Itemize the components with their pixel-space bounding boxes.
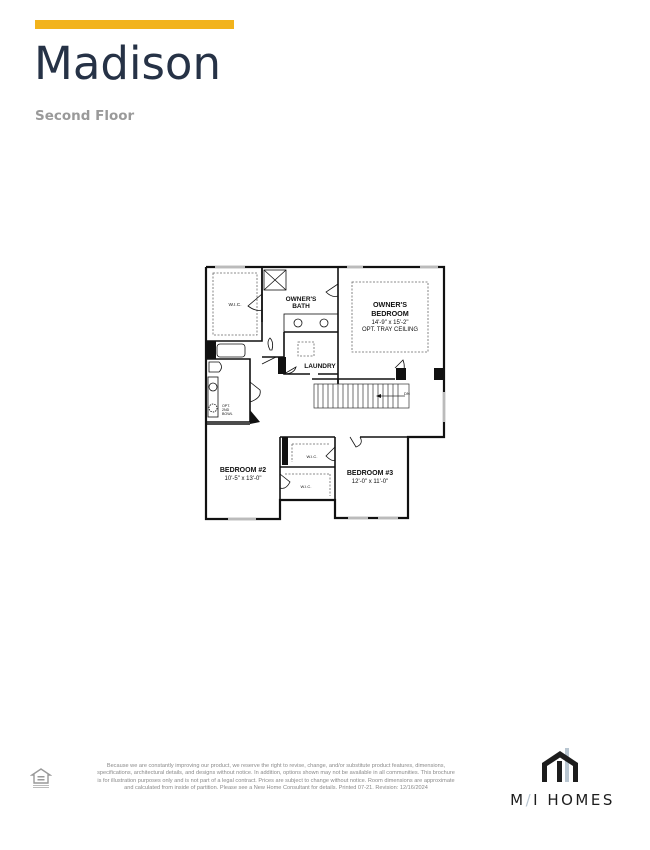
label-owners-bedroom-note: OPT. TRAY CEILING (362, 327, 418, 333)
legal-disclaimer: Because we are constantly improving our … (97, 763, 455, 792)
label-bedroom-2-wic: W.I.C. (301, 484, 312, 489)
page-title: Madison (34, 37, 221, 90)
label-owners-bedroom-2: BEDROOM (371, 309, 409, 318)
label-opt-bowl-1: OPT. (222, 404, 230, 408)
floor-plan: W.I.C. OWNER'S BATH OWNER'S BEDROOM 14'-… (200, 262, 450, 524)
logo-m: M (510, 791, 526, 809)
label-owners-bath-1: OWNER'S (286, 296, 317, 303)
label-stairs-down: DN (404, 391, 410, 396)
label-bedroom-2: BEDROOM #2 (220, 467, 266, 474)
accent-bar (35, 20, 234, 29)
label-owners-bedroom-dim: 14'-9" x 15'-2" (372, 320, 409, 326)
label-bedroom-3-wic: W.I.C. (307, 454, 318, 459)
label-bedroom-3: BEDROOM #3 (347, 470, 393, 477)
house-logo-icon (540, 747, 580, 783)
label-owners-wic: W.I.C. (228, 302, 241, 308)
label-bedroom-2-dim: 10'-5" x 13'-0" (225, 476, 262, 482)
label-laundry: LAUNDRY (304, 363, 336, 370)
label-opt-bowl-3: BOWL (222, 412, 233, 416)
label-opt-bowl-2: 2ND (222, 408, 230, 412)
logo-slash: / (525, 791, 534, 809)
floor-subtitle: Second Floor (35, 108, 135, 124)
logo-wordmark: M/I HOMES (500, 791, 625, 809)
equal-housing-opportunity-icon (29, 767, 53, 789)
label-bedroom-3-dim: 12'-0" x 11'-0" (352, 479, 388, 485)
label-owners-bedroom-1: OWNER'S (373, 300, 407, 309)
logo-i-homes: I HOMES (533, 791, 615, 809)
label-owners-bath-2: BATH (292, 303, 310, 310)
mi-homes-logo: M/I HOMES (500, 745, 625, 815)
